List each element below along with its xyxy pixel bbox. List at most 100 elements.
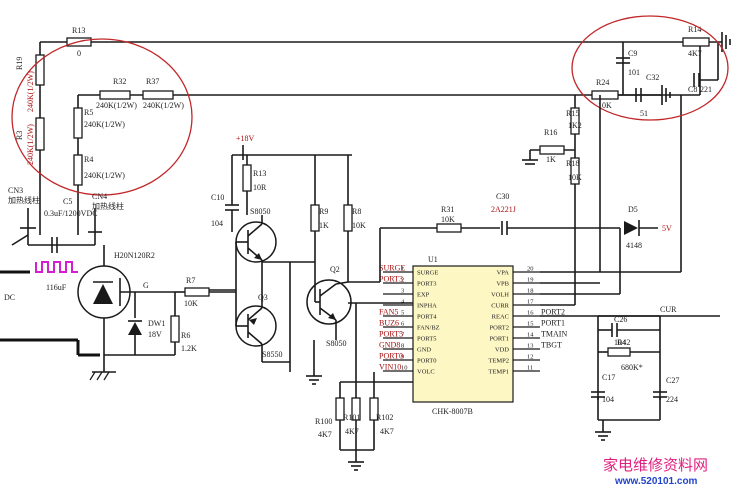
net-label: FAN5 (379, 308, 398, 317)
pin-name: PORT1 (490, 336, 509, 343)
svg-text:H20N120R2: H20N120R2 (114, 251, 155, 260)
svg-text:S8050: S8050 (250, 207, 270, 216)
pin-name: PORT5 (417, 336, 436, 343)
pin-name: VOLC (417, 369, 435, 376)
svg-text:R5: R5 (84, 108, 93, 117)
pin-number: 1 (401, 266, 404, 273)
svg-text:Q2: Q2 (330, 265, 340, 274)
driver-wiring (205, 215, 291, 372)
pin-number: 3 (401, 288, 404, 295)
resistor-r8: R8 10K (343, 155, 366, 282)
svg-text:CN3: CN3 (8, 186, 23, 195)
resistor-r32: R32 240K(1/2W) (96, 77, 137, 110)
svg-text:C27: C27 (666, 376, 679, 385)
pin-number: 6 (401, 321, 405, 328)
ground-bottom-resistors (339, 420, 375, 471)
pin-name: TEMP1 (488, 369, 509, 376)
svg-text:CN4: CN4 (92, 192, 107, 201)
net-label: TBGT (541, 341, 562, 350)
pin-number: 17 (527, 299, 534, 306)
pin-name: REAC (492, 314, 509, 321)
svg-text:4K7: 4K7 (345, 427, 359, 436)
pin-number: 7 (401, 332, 405, 339)
svg-text:C9: C9 (628, 49, 637, 58)
svg-text:4148: 4148 (626, 241, 642, 250)
pin-number: 16 (527, 310, 534, 317)
svg-text:104: 104 (602, 395, 614, 404)
svg-text:51: 51 (640, 109, 648, 118)
svg-text:240K(1/2W): 240K(1/2W) (143, 101, 184, 110)
resistor-r31: R31 10K (379, 205, 500, 282)
cn4-connector: CN4 加热线柱 (88, 192, 124, 245)
dc-rail: DC (0, 270, 100, 357)
svg-text:101: 101 (628, 68, 640, 77)
pin-number: 10 (401, 365, 408, 372)
svg-text:CUR: CUR (660, 305, 677, 314)
ic-left-pins: SURGE1SURGEPORT32PORT3EXP3INPHA4PORT45FA… (379, 264, 440, 376)
svg-text:R9: R9 (319, 207, 328, 216)
svg-text:1K: 1K (319, 221, 329, 230)
svg-text:R3: R3 (15, 131, 24, 140)
ground-cur (595, 397, 661, 441)
pin-name: CURR (491, 303, 509, 310)
svg-text:R6: R6 (181, 331, 190, 340)
svg-text:R42: R42 (617, 338, 630, 347)
pin-name: TEMP2 (488, 358, 509, 365)
svg-text:U1: U1 (428, 255, 438, 264)
svg-text:1.2K: 1.2K (181, 344, 197, 353)
resistor-r37: R37 240K(1/2W) (142, 77, 184, 110)
capacitor-c30: C30 2A221J (491, 192, 620, 235)
pin-name: VOLH (491, 292, 509, 299)
resistor-r14: R14 4K7 (682, 25, 710, 58)
svg-text:R100: R100 (315, 417, 332, 426)
svg-text:116uF: 116uF (46, 283, 67, 292)
pin-number: 2 (401, 277, 404, 284)
net-label: VIN10 (379, 363, 401, 372)
svg-text:10K: 10K (598, 101, 612, 110)
svg-text:G: G (143, 281, 149, 290)
svg-text:R18: R18 (566, 159, 579, 168)
pin-name: SURGE (417, 270, 438, 277)
capacitor-c26: C26 104 (598, 315, 660, 347)
pin-number: 11 (527, 365, 533, 372)
svg-text:680K*: 680K* (621, 363, 643, 372)
svg-text:R19: R19 (15, 57, 24, 70)
svg-text:S8050: S8050 (326, 339, 346, 348)
svg-text:240K(1/2W): 240K(1/2W) (26, 124, 35, 165)
pin-name: VPA (497, 270, 510, 277)
highlight-circle-right (571, 15, 729, 121)
svg-text:C8: C8 (688, 85, 697, 94)
capacitor-c8: C8 221 (688, 73, 712, 94)
svg-text:10R: 10R (253, 183, 267, 192)
ground-c32 (641, 85, 671, 105)
resistor-r33: R13 10R (242, 155, 267, 215)
igbt: H20N120R2 G (77, 245, 175, 372)
svg-text:家电维修资料网: 家电维修资料网 (603, 457, 708, 474)
pin-number: 5 (401, 310, 404, 317)
svg-text:4K7: 4K7 (688, 49, 702, 58)
svg-text:104: 104 (614, 338, 626, 347)
svg-text:221: 221 (700, 85, 712, 94)
pin-name: VPB (496, 281, 509, 288)
pin-number: 13 (527, 343, 534, 350)
svg-text:DW1: DW1 (148, 319, 165, 328)
svg-text:R13: R13 (72, 26, 85, 35)
ground-igbt (89, 371, 116, 381)
svg-text:C17: C17 (602, 373, 615, 382)
svg-text:224: 224 (666, 395, 678, 404)
resistor-r5: R5 240K(1/2W) (73, 107, 125, 139)
ic-pin-right: TEMP1 11 (488, 365, 540, 376)
pin-number: 4 (401, 299, 405, 306)
resistor-r101: R101 4K7 (343, 397, 361, 436)
